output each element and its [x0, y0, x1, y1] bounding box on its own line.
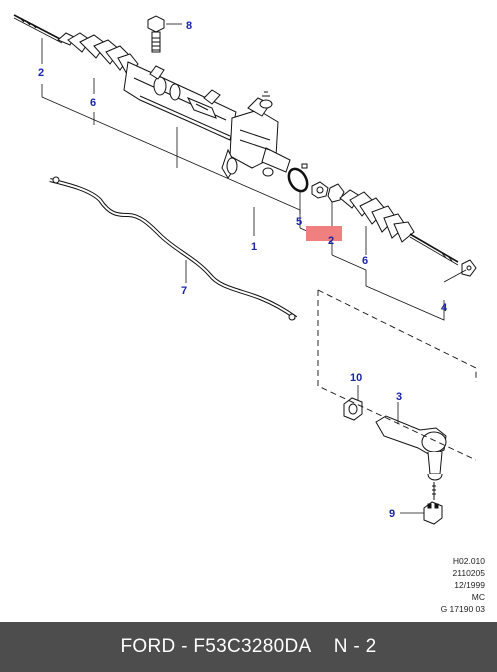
callout-2-right: 2 — [328, 235, 334, 247]
footer-separator: - — [175, 636, 194, 657]
steering-rack-exploded-diagram: 1 2 2 3 4 5 6 6 7 8 9 10 — [13, 14, 477, 525]
lock-nut — [343, 397, 363, 421]
tie-rod-end — [375, 415, 447, 500]
ref-line-2: 2110205 — [452, 568, 485, 578]
footer-position: N - 2 — [333, 636, 377, 657]
right-bellows-boot — [339, 189, 415, 243]
ref-line-3: 12/1999 — [454, 580, 485, 590]
left-bellows-boot — [57, 32, 139, 77]
ref-line-5: G 17190 03 — [440, 604, 485, 614]
highlight-marker — [306, 226, 342, 241]
footer-brand: FORD — [120, 636, 176, 657]
footer-part-number: F53C3280DA — [193, 636, 312, 657]
clamp-ring — [287, 163, 309, 193]
mounting-bolt — [147, 15, 165, 53]
callout-10: 10 — [350, 372, 362, 384]
drawing-reference-block: H02.010 2110205 12/1999 MC G 17190 03 — [441, 555, 485, 615]
callout-1: 1 — [251, 241, 257, 253]
inner-nut — [311, 181, 345, 203]
callout-9: 9 — [389, 508, 395, 520]
heat-shield-bracket — [49, 176, 298, 321]
right-tie-rod — [409, 233, 459, 266]
ref-line-1: H02.010 — [452, 556, 485, 566]
castle-nut — [423, 501, 443, 525]
dashed-assembly-bracket — [317, 289, 477, 461]
footer-gap — [311, 636, 333, 658]
callout-6-right: 6 — [362, 255, 368, 267]
callout-2-left: 2 — [38, 67, 44, 79]
callout-7: 7 — [181, 285, 187, 297]
callout-labels: 1 2 2 3 4 5 6 6 7 8 9 10 — [38, 20, 448, 520]
callout-6-left: 6 — [90, 97, 96, 109]
callout-3: 3 — [396, 391, 402, 403]
rack-housing — [123, 61, 291, 179]
ref-line-4: MC — [471, 592, 485, 602]
left-tie-rod — [13, 14, 63, 44]
leader-lines — [41, 23, 467, 514]
callout-8: 8 — [186, 20, 192, 32]
boot-clip — [461, 259, 477, 277]
callout-5: 5 — [296, 216, 302, 228]
part-info-footer: FORD - F53C3280DA N - 2 — [0, 622, 497, 672]
callout-4: 4 — [441, 302, 448, 314]
